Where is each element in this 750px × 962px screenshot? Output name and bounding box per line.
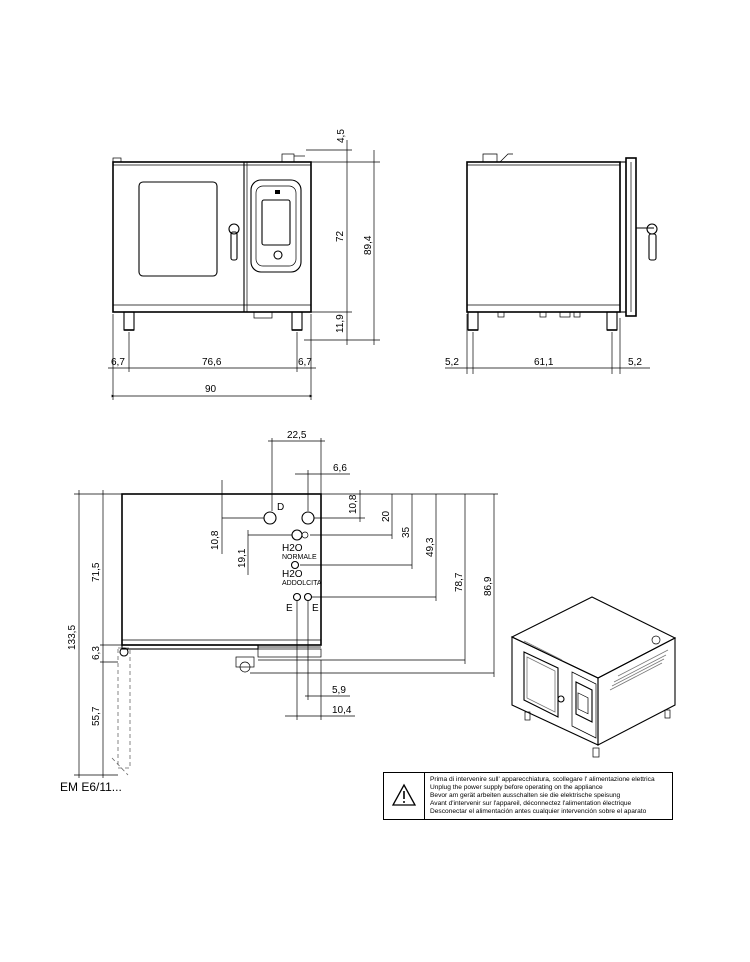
warning-line-es: Desconectar el alimentación antes cualqu… xyxy=(430,808,647,815)
dim-d-offset: 22,5 xyxy=(287,430,307,441)
oven-body-outline xyxy=(112,161,312,313)
dim-leg-height: 11,9 xyxy=(335,314,346,333)
side-view xyxy=(466,153,658,331)
dim-e-x2: 10,4 xyxy=(332,705,352,716)
dim-door-height: 72 xyxy=(335,230,346,242)
dim-e-x1: 5,9 xyxy=(332,685,346,696)
label-addolcita: ADDOLCITA xyxy=(282,580,322,587)
iso-side-face xyxy=(597,637,676,746)
side-door xyxy=(625,157,637,317)
open-door-outline xyxy=(117,647,131,769)
dim-h2o-y: 19,1 xyxy=(237,548,248,568)
dim-v49: 49,3 xyxy=(425,537,436,557)
dim-top-small: 4,5 xyxy=(336,129,347,143)
connector-top-right xyxy=(301,511,315,525)
dim-total-width: 90 xyxy=(205,384,217,395)
dim-v20: 20 xyxy=(381,510,392,522)
connector-e-right xyxy=(303,592,313,602)
plan-view xyxy=(111,493,322,776)
model-code: EM E6/11... xyxy=(60,780,122,794)
dim-v35: 35 xyxy=(401,526,412,538)
label-normale: NORMALE xyxy=(282,554,317,561)
label-h2o-addolcita: H2O xyxy=(282,569,303,580)
front-left-leg xyxy=(123,311,135,331)
control-screen xyxy=(261,199,291,246)
dim-side-depth: 61,1 xyxy=(534,357,554,368)
label-e-right: E xyxy=(312,603,319,614)
dim-total-height: 89,4 xyxy=(363,235,374,255)
control-panel xyxy=(250,179,302,273)
dim-body-width: 76,6 xyxy=(202,357,222,368)
dim-d-y2: 10,8 xyxy=(348,494,359,514)
warning-line-it: Prima di intervenire sull' apparecchiatu… xyxy=(430,776,655,783)
dim-v86: 86,9 xyxy=(483,576,494,596)
connector-e-left xyxy=(292,592,302,602)
warning-text: Prima di intervenire sull' apparecchiatu… xyxy=(430,776,655,816)
label-d: D xyxy=(277,502,284,513)
plan-dimensions: 22,5 6,6 10,8 10,8 19,1 20 35 49,3 78,7 xyxy=(67,430,498,778)
dim-left-leg: 6,7 xyxy=(111,357,125,368)
dim-side-left: 5,2 xyxy=(445,357,459,368)
dim-total-depth: 133,5 xyxy=(67,625,78,650)
door-handle-icon xyxy=(228,223,240,261)
connector-h2o-addolcita xyxy=(290,560,300,570)
warning-line-en: Unplug the power supply before operating… xyxy=(430,784,603,791)
label-e-left: E xyxy=(286,603,293,614)
warning-triangle-icon xyxy=(391,783,417,806)
dim-door-open: 55,7 xyxy=(91,706,102,726)
side-body-outline xyxy=(466,161,621,313)
warning-box: Prima di intervenire sull' apparecchiatu… xyxy=(383,772,673,820)
side-dimensions: 5,2 61,1 5,2 xyxy=(445,314,650,374)
control-knob-icon xyxy=(273,250,283,260)
dim-gap: 6,3 xyxy=(91,646,102,660)
connector-h2o-normale xyxy=(291,529,309,541)
warning-line-de: Bevor am gerät arbeiten ausschalten sie … xyxy=(430,792,621,799)
dim-e-offset: 6,6 xyxy=(333,463,347,474)
door-window xyxy=(138,181,218,277)
dim-right-leg: 6,7 xyxy=(298,357,312,368)
dim-body-depth: 71,5 xyxy=(91,562,102,582)
front-dimensions: 6,7 76,6 6,7 90 4,5 72 89,4 11,9 xyxy=(108,129,380,400)
dim-side-right: 5,2 xyxy=(628,357,642,368)
warning-icon-cell xyxy=(384,773,425,819)
front-right-leg xyxy=(291,311,303,331)
label-h2o-normale: H2O xyxy=(282,543,303,554)
dim-d-y: 10,8 xyxy=(210,530,221,550)
front-view xyxy=(112,153,312,331)
isometric-view xyxy=(510,596,677,758)
connector-d xyxy=(263,511,277,525)
dim-v78: 78,7 xyxy=(454,572,465,592)
side-handle-icon xyxy=(636,223,658,261)
warning-line-fr: Avant d'intervenir sur l'appareil, décon… xyxy=(430,800,632,807)
